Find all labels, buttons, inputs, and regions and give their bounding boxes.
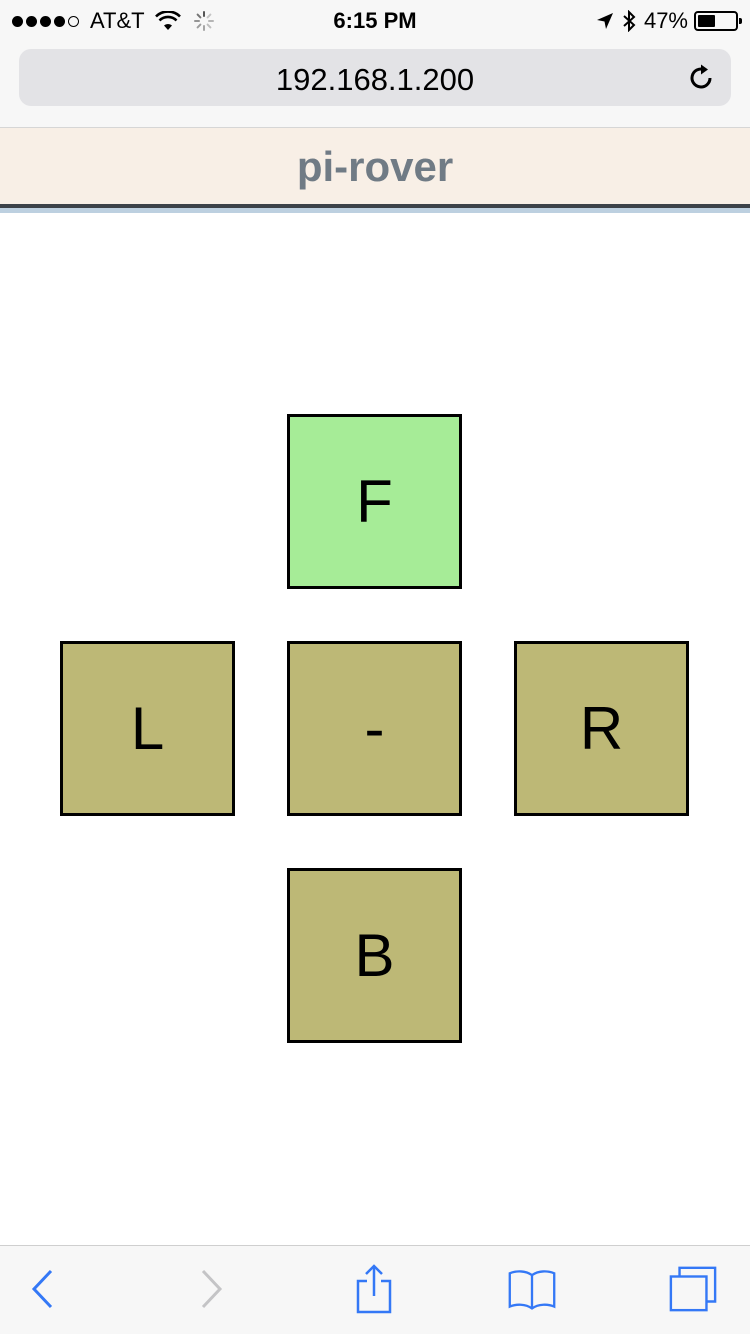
page-title: pi-rover (296, 143, 454, 190)
bookmarks-button[interactable] (507, 1264, 557, 1314)
share-icon (356, 1264, 392, 1314)
book-icon (508, 1270, 556, 1310)
back-button[interactable]: B (287, 868, 462, 1043)
signal-strength-icon (12, 15, 82, 27)
loading-spinner-icon (193, 11, 214, 31)
chevron-right-icon (201, 1269, 223, 1309)
bluetooth-icon (623, 10, 636, 32)
browser-back-button[interactable] (18, 1264, 68, 1314)
forward-button[interactable]: F (287, 414, 462, 589)
right-button[interactable]: R (514, 641, 689, 816)
header-divider (0, 204, 750, 208)
page-header: pi-rover (0, 128, 750, 204)
left-button[interactable]: L (60, 641, 235, 816)
status-time: 6:15 PM (333, 8, 417, 33)
url-text[interactable]: 192.168.1.200 (275, 62, 475, 97)
header-divider-accent (0, 208, 750, 213)
tabs-button[interactable] (668, 1264, 718, 1314)
location-arrow-icon (596, 13, 613, 29)
browser-forward-button[interactable] (186, 1264, 236, 1314)
share-button[interactable] (349, 1264, 399, 1314)
browser-toolbar (0, 1245, 750, 1334)
browser-address-area: 192.168.1.200 (0, 40, 750, 128)
carrier-name: AT&T (90, 8, 145, 33)
status-left: AT&T (12, 8, 215, 34)
battery-icon (694, 11, 742, 31)
address-bar[interactable]: 192.168.1.200 (19, 49, 731, 106)
status-right: 47% (596, 8, 742, 34)
tabs-icon (669, 1266, 717, 1312)
reload-icon[interactable] (685, 62, 717, 94)
chevron-left-icon (31, 1269, 53, 1309)
status-bar: AT&T 6:15 PM (0, 0, 750, 40)
wifi-icon (154, 11, 181, 30)
stop-button[interactable]: - (287, 641, 462, 816)
battery-percentage: 47% (643, 8, 688, 33)
